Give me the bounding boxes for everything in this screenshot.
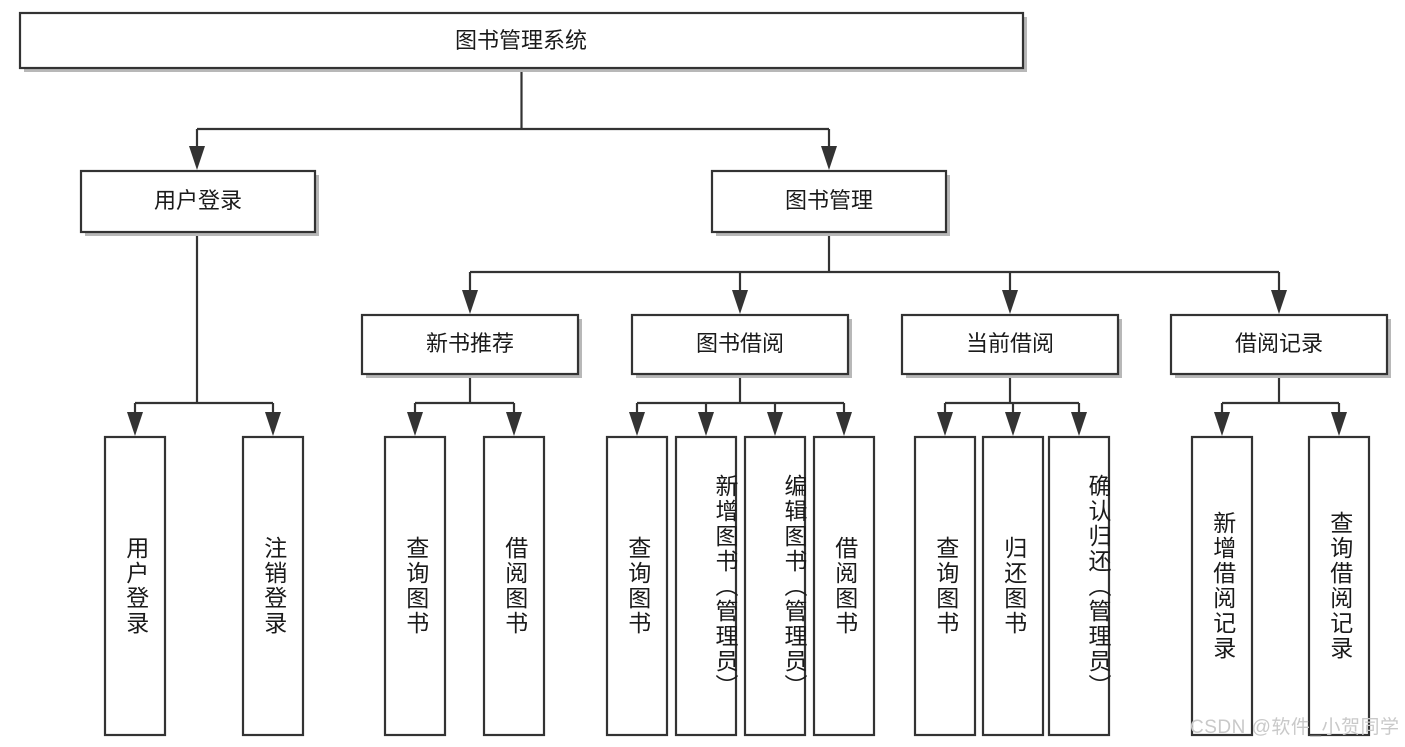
node-borrow-record-label: 借阅记录 — [1235, 331, 1323, 356]
connector-group-root — [189, 68, 837, 170]
arrow-head-leaf-b1 — [629, 412, 645, 436]
arrow-head-userlogin — [189, 146, 205, 170]
node-borrow-record-box — [1169, 313, 1389, 376]
leaf-new-book-1[interactable] — [482, 435, 546, 737]
leaf-box — [743, 435, 807, 737]
leaf-book-borrow-0[interactable] — [605, 435, 669, 737]
leaf-box — [103, 435, 167, 737]
arrow-head-leaf-b4 — [836, 412, 852, 436]
arrow-head-leaf-c3 — [1071, 412, 1087, 436]
arrow-head-leaf-c2 — [1005, 412, 1021, 436]
arrow-head-leaf-b3 — [767, 412, 783, 436]
leaf-borrow-record-1[interactable] — [1307, 435, 1371, 737]
leaf-box — [241, 435, 305, 737]
leaf-box — [674, 435, 738, 737]
arrow-head-record — [1271, 290, 1287, 314]
arrow-head-newbook — [462, 290, 478, 314]
connector-group-userlogin — [127, 232, 281, 436]
node-current-borrow-box — [900, 313, 1120, 376]
node-book-borrow[interactable]: 图书借阅 — [630, 313, 852, 378]
connector-group-borrow — [629, 374, 852, 436]
node-root-label: 图书管理系统 — [455, 28, 587, 53]
leaf-book-borrow-1[interactable] — [674, 435, 738, 737]
node-new-book-recommend-box — [360, 313, 580, 376]
leaf-new-book-0[interactable] — [383, 435, 447, 737]
node-borrow-record[interactable]: 借阅记录 — [1169, 313, 1391, 378]
leaf-borrow-record-0[interactable] — [1190, 435, 1254, 737]
node-new-book-recommend-label: 新书推荐 — [426, 331, 514, 356]
node-book-borrow-label: 图书借阅 — [696, 331, 784, 356]
arrow-head-leaf-n1 — [407, 412, 423, 436]
node-new-book-recommend[interactable]: 新书推荐 — [360, 313, 582, 378]
connector-group-newbook — [407, 374, 522, 436]
arrow-head-borrow — [732, 290, 748, 314]
node-user-login[interactable]: 用户登录 — [79, 169, 319, 236]
node-book-management[interactable]: 图书管理 — [710, 169, 950, 236]
leaf-box — [605, 435, 669, 737]
node-current-borrow[interactable]: 当前借阅 — [900, 313, 1122, 378]
node-root[interactable]: 图书管理系统 — [18, 11, 1027, 72]
leaf-current-borrow-0[interactable] — [913, 435, 977, 737]
node-user-login-label: 用户登录 — [154, 188, 242, 213]
leaf-box — [981, 435, 1045, 737]
leaf-box — [383, 435, 447, 737]
node-user-login-box — [79, 169, 317, 234]
arrow-head-leaf-u2 — [265, 412, 281, 436]
arrow-head-leaf-u1 — [127, 412, 143, 436]
leaf-book-borrow-2[interactable] — [743, 435, 807, 737]
arrow-head-leaf-b2 — [698, 412, 714, 436]
leaf-box — [913, 435, 977, 737]
leaf-user-login-1[interactable] — [241, 435, 305, 737]
node-current-borrow-label: 当前借阅 — [966, 331, 1054, 356]
leaf-box — [482, 435, 546, 737]
node-book-management-box — [710, 169, 948, 234]
connector-group-bookmgmt — [462, 232, 1287, 314]
arrow-head-leaf-c1 — [937, 412, 953, 436]
arrow-head-leaf-n2 — [506, 412, 522, 436]
leaf-box — [812, 435, 876, 737]
leaf-current-borrow-2[interactable] — [1047, 435, 1111, 737]
leaf-user-login-0[interactable] — [103, 435, 167, 737]
arrow-head-leaf-r1 — [1214, 412, 1230, 436]
csdn-watermark: CSDN @软件_小贺同学 — [1190, 717, 1400, 738]
connector-group-record — [1214, 374, 1347, 436]
node-book-borrow-box — [630, 313, 850, 376]
leaf-box — [1190, 435, 1254, 737]
node-root-box — [18, 11, 1025, 70]
leaf-box — [1307, 435, 1371, 737]
leaf-box — [1047, 435, 1111, 737]
arrow-head-leaf-r2 — [1331, 412, 1347, 436]
leaf-current-borrow-1[interactable] — [981, 435, 1045, 737]
connector-group-current — [937, 374, 1087, 436]
node-book-management-label: 图书管理 — [785, 188, 873, 213]
leaf-book-borrow-3[interactable] — [812, 435, 876, 737]
arrow-head-current — [1002, 290, 1018, 314]
arrow-head-bookmgmt — [821, 146, 837, 170]
